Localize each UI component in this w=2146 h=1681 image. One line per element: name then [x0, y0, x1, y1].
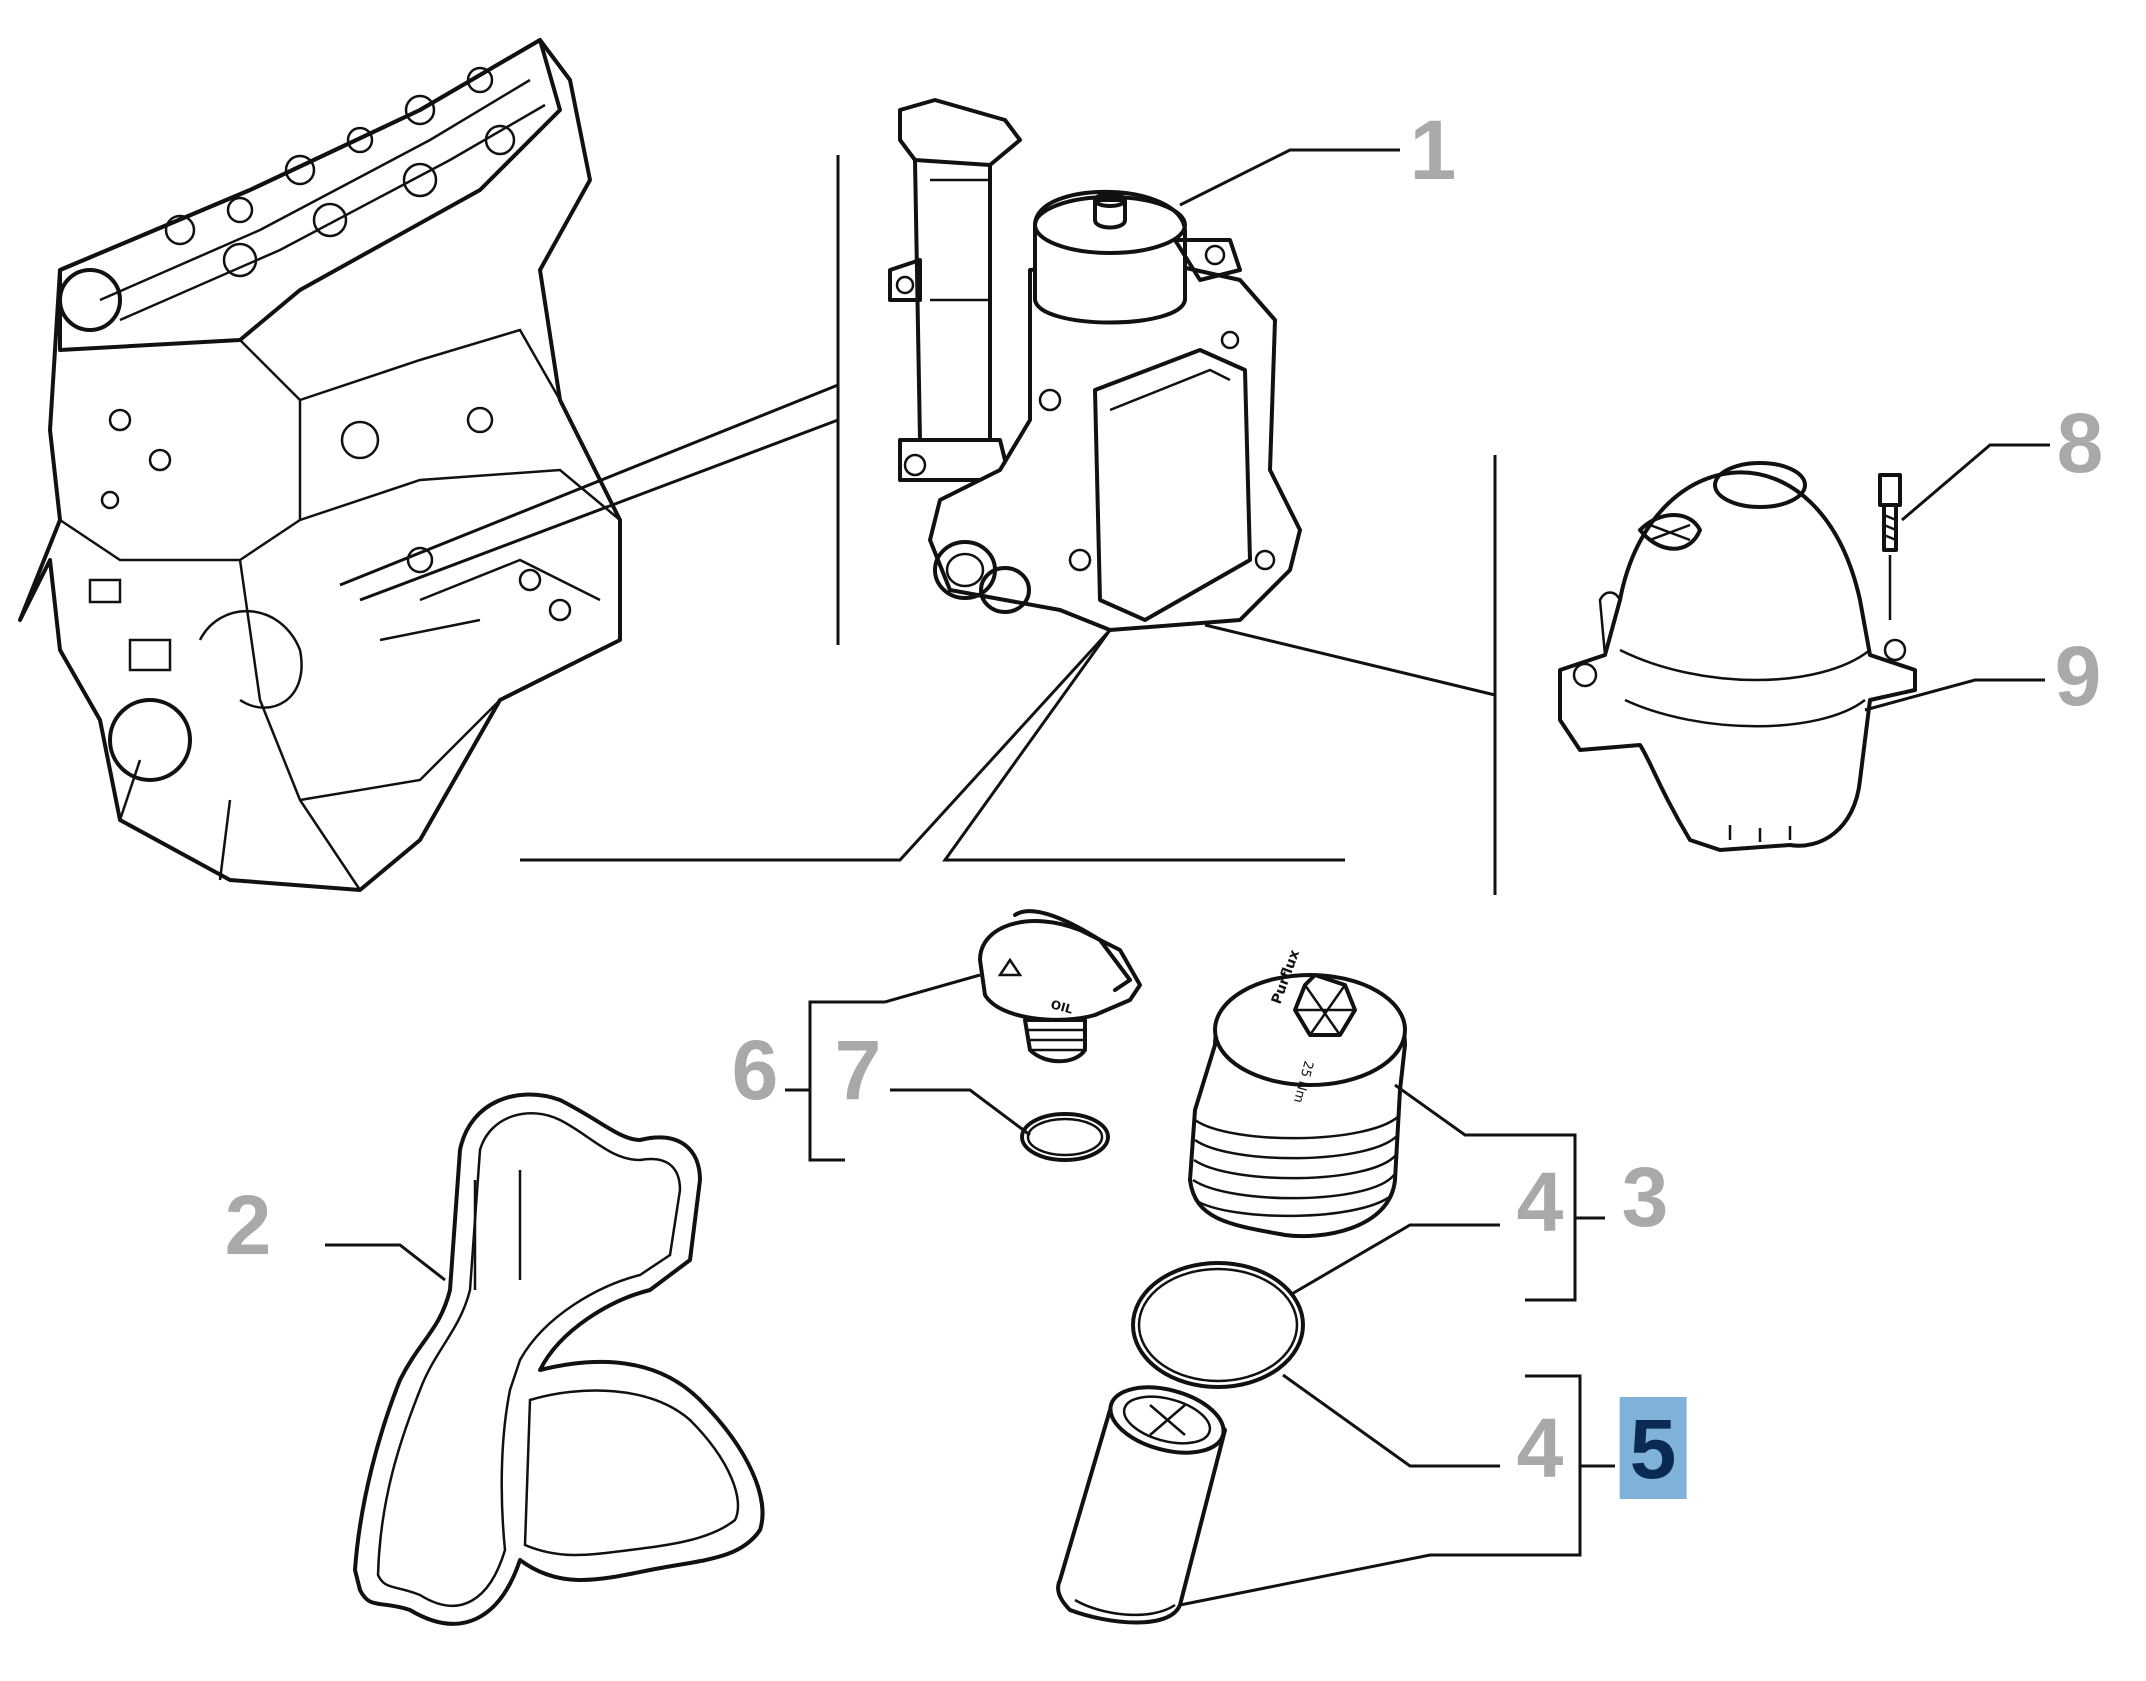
callout-2[interactable]: 2 [224, 1178, 272, 1272]
callout-6[interactable]: 6 [731, 1023, 779, 1117]
filter-element-illustration [1056, 1385, 1227, 1625]
oil-filter-housing-illustration [888, 98, 1302, 632]
gasket-illustration [353, 1092, 765, 1626]
callout-8[interactable]: 8 [2056, 396, 2104, 490]
callout-7[interactable]: 7 [834, 1023, 882, 1117]
cap-oil-marking: OIL [1049, 997, 1075, 1016]
filter-housing-cover-illustration [1558, 461, 1917, 852]
callout-4-lower[interactable]: 4 [1516, 1401, 1564, 1495]
large-o-ring-illustration [1131, 1261, 1305, 1389]
bolt-illustration [1878, 473, 1902, 620]
filter-cap-illustration: Purflux 25 Nm [1188, 948, 1407, 1239]
callout-9[interactable]: 9 [2054, 629, 2102, 723]
callout-3[interactable]: 3 [1621, 1150, 1669, 1244]
callout-1[interactable]: 1 [1409, 103, 1457, 197]
oil-filler-cap-illustration: OIL [978, 909, 1142, 1064]
callout-5-selected[interactable]: 5 [1619, 1397, 1687, 1499]
engine-block-illustration [18, 38, 622, 892]
small-o-ring-illustration [1020, 1112, 1110, 1162]
callout-4-upper[interactable]: 4 [1516, 1155, 1564, 1249]
